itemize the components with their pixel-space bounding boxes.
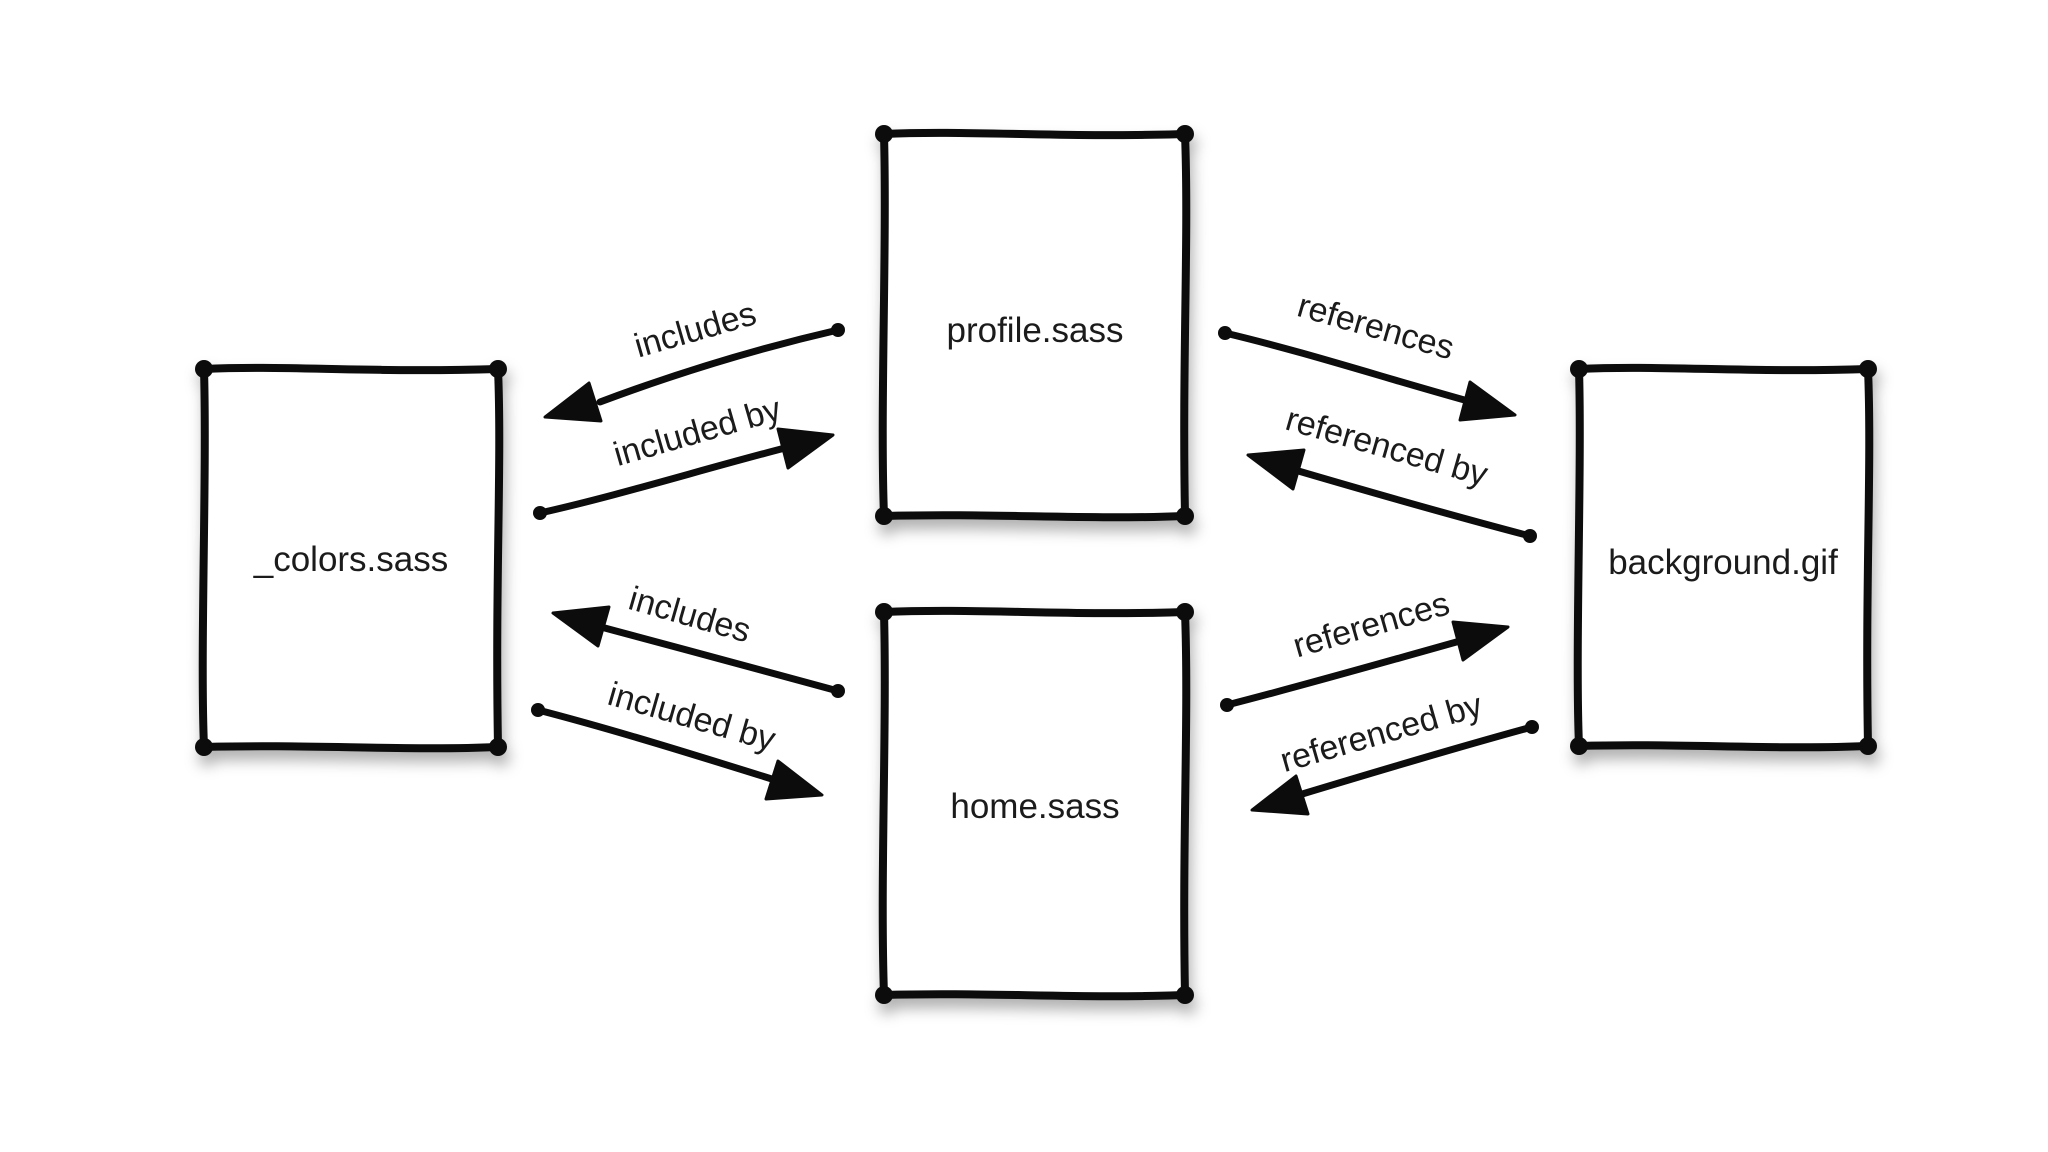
arrowhead-icon: [1250, 774, 1310, 816]
corner-dot: [1176, 507, 1194, 525]
corner-dot: [875, 603, 893, 621]
edge-label: included by: [609, 390, 785, 474]
corner-dot: [1176, 125, 1194, 143]
edge-profile-references-background: references: [1218, 287, 1517, 422]
node-colors: _colors.sass: [195, 360, 507, 756]
edge-line: [1295, 723, 1536, 799]
edge-home-includes-colors: includes: [551, 580, 845, 698]
node-background: background.gif: [1570, 360, 1877, 755]
corner-dot: [875, 125, 893, 143]
corner-dot: [1176, 986, 1194, 1004]
node-background-label: background.gif: [1608, 543, 1838, 582]
node-home: home.sass: [875, 603, 1194, 1004]
edge-line: [596, 326, 842, 406]
arrowhead-icon: [776, 427, 835, 470]
edge-background-referencedby-profile: referenced by: [1246, 400, 1537, 543]
edge-start-dot: [831, 684, 845, 698]
corner-dot: [875, 986, 893, 1004]
arrowhead-icon: [764, 759, 824, 801]
edge-label: referenced by: [1276, 686, 1486, 780]
edge-start-dot: [1525, 720, 1539, 734]
arrowhead-icon: [1246, 448, 1306, 491]
edge-start-dot: [1220, 698, 1234, 712]
edge-line: [597, 623, 842, 695]
edge-line: [534, 706, 779, 784]
edge-line: [536, 444, 789, 517]
edge-profile-includes-colors: includes: [543, 295, 845, 423]
corner-dot: [195, 360, 213, 378]
corner-dot: [1570, 737, 1588, 755]
node-colors-label: _colors.sass: [253, 540, 449, 579]
edge-line: [1223, 637, 1464, 709]
edge-label: included by: [604, 675, 780, 759]
node-profile-label: profile.sass: [946, 311, 1123, 350]
edge-background-referencedby-home: referenced by: [1250, 686, 1539, 816]
arrowhead-icon: [1451, 620, 1510, 662]
node-profile: profile.sass: [875, 125, 1194, 525]
edge-line: [1291, 466, 1534, 540]
corner-dot: [195, 738, 213, 756]
edge-colors-includedby-home: included by: [531, 675, 824, 801]
edge-start-dot: [533, 506, 547, 520]
edge-line: [1221, 329, 1472, 405]
corner-dot: [489, 360, 507, 378]
edge-start-dot: [1218, 326, 1232, 340]
node-home-label: home.sass: [950, 787, 1119, 826]
edge-start-dot: [1523, 529, 1537, 543]
corner-dot: [875, 507, 893, 525]
arrowhead-icon: [1458, 380, 1517, 422]
corner-dot: [1176, 603, 1194, 621]
edge-start-dot: [831, 323, 845, 337]
corner-dot: [1859, 360, 1877, 378]
corner-dot: [1859, 737, 1877, 755]
corner-dot: [489, 738, 507, 756]
arrowhead-icon: [551, 605, 611, 648]
corner-dot: [1570, 360, 1588, 378]
arrowhead-icon: [543, 381, 603, 423]
edge-start-dot: [531, 703, 545, 717]
